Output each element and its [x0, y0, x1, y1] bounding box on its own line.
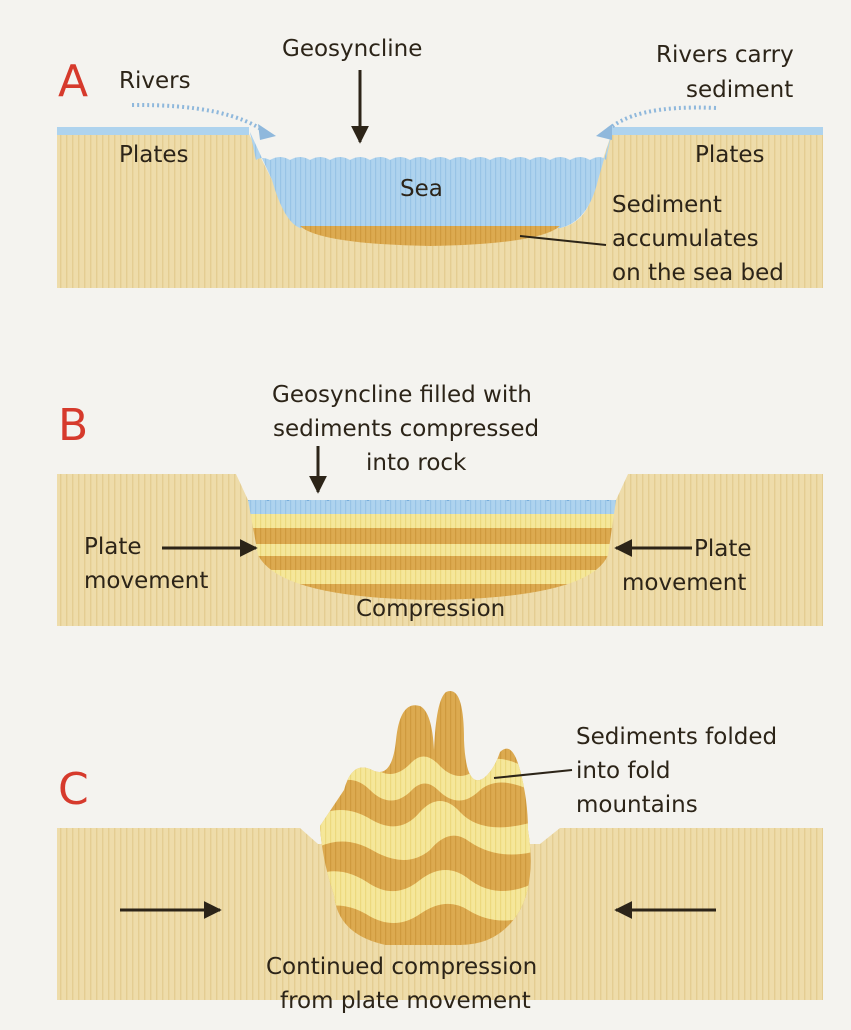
layer-light-3	[240, 570, 630, 584]
layer-dark-1	[240, 528, 630, 544]
label-geosyncline: Geosyncline	[282, 36, 422, 62]
river-surface-right	[610, 127, 823, 135]
label-rivers-carry-2: sediment	[686, 77, 793, 103]
label-folded-2: into fold	[576, 758, 671, 784]
panel-letter-c: C	[58, 764, 89, 815]
river-arrowhead-right	[596, 124, 612, 140]
layer-light-2	[240, 544, 630, 556]
label-folded-3: mountains	[576, 792, 698, 818]
panel-c: C Sediments folded into fold mountains C…	[57, 680, 823, 1014]
label-plate-left-2: movement	[84, 568, 208, 594]
label-plate-right-2: movement	[622, 570, 746, 596]
label-sediment-2: accumulates	[612, 226, 759, 252]
label-continued-1: Continued compression	[266, 954, 537, 980]
river-surface-left	[57, 127, 249, 135]
layer-dark-2	[240, 556, 630, 570]
label-plates-left: Plates	[119, 142, 189, 168]
panel-letter-a: A	[58, 56, 88, 107]
panel-b: B Geosyncline filled with sediments comp…	[57, 382, 823, 626]
label-b-title-2: sediments compressed	[273, 416, 539, 442]
label-sediment-1: Sediment	[612, 192, 722, 218]
label-continued-2: from plate movement	[280, 988, 531, 1014]
panel-a: A Geosyncline Rivers Rivers carry sedime…	[57, 36, 823, 288]
label-sediment-3: on the sea bed	[612, 260, 784, 286]
label-b-title-1: Geosyncline filled with	[272, 382, 532, 408]
label-rivers-carry-1: Rivers carry	[656, 42, 794, 68]
label-plates-right: Plates	[695, 142, 765, 168]
label-plate-right-1: Plate	[694, 536, 752, 562]
label-b-title-3: into rock	[366, 450, 467, 476]
label-folded-1: Sediments folded	[576, 724, 777, 750]
panel-letter-b: B	[58, 400, 88, 451]
label-compression: Compression	[356, 596, 505, 622]
water-band-b	[240, 494, 630, 514]
label-plate-left-1: Plate	[84, 534, 142, 560]
layer-light-1	[240, 514, 630, 528]
label-sea: Sea	[400, 176, 443, 202]
river-arrowhead-left	[258, 124, 276, 140]
label-rivers: Rivers	[119, 68, 191, 94]
